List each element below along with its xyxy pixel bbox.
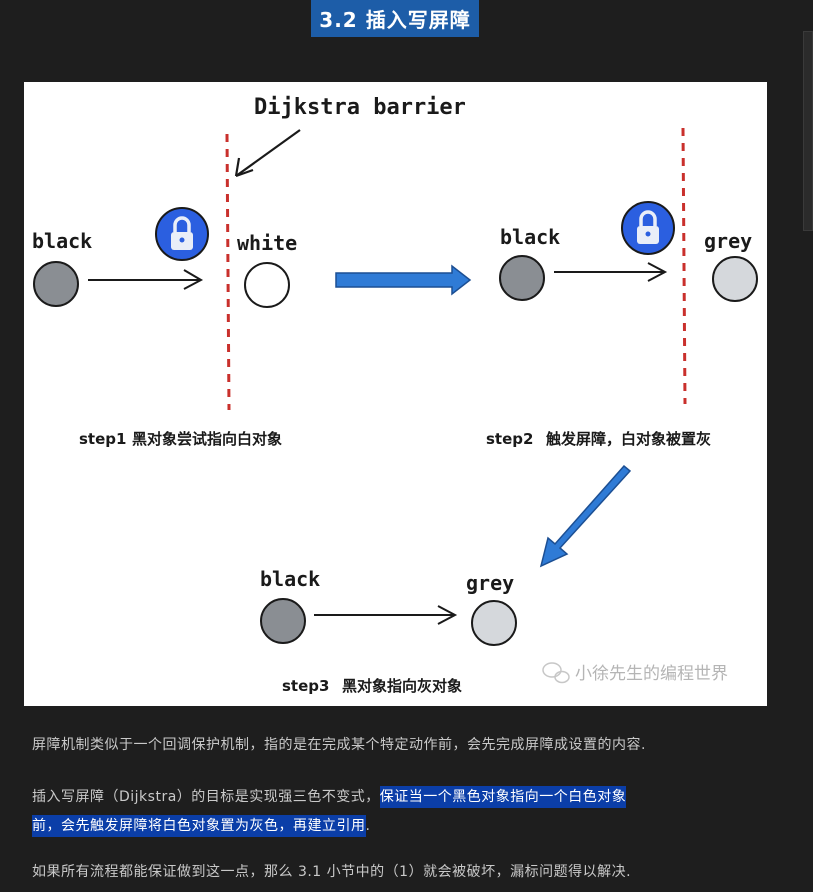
step1-white-label: white [237,231,297,255]
step1-caption: 黑对象尝试指向白对象 [132,430,282,448]
barrier-pointer-head [234,157,254,178]
step1-black-label: black [32,229,92,253]
barrier-label: Dijkstra barrier [254,95,466,120]
section-heading: 3.2 插入写屏障 [311,0,479,37]
paragraph-2-highlight-2: 前，会先触发屏障将白色对象置为灰色，再建立引用 [32,815,366,837]
barrier-diagram: Dijkstra barrier black white step1 黑对象尝试… [24,82,767,706]
step2-grey-node [712,256,758,302]
barrier-pointer-arrow [235,129,301,177]
step2-arrow-head [647,262,668,282]
paragraph-3: 如果所有流程都能保证做到这一点，那么 3.1 小节中的（1）就会被破坏，漏标问题… [32,864,632,880]
step3-grey-label: grey [466,571,514,595]
step3-grey-node [471,600,517,646]
lock-icon [621,201,675,255]
diagram-svg: Dijkstra barrier black white step1 黑对象尝试… [32,95,758,695]
lock-icon [155,207,209,261]
step3-step-label: step3 [282,677,329,695]
step2-step-label: step2 [486,430,533,448]
paragraph-2: 插入写屏障（Dijkstra）的目标是实现强三色不变式，保证当一个黑色对象指向一… [32,783,752,841]
watermark-text: 小徐先生的编程世界 [575,664,728,684]
step2-grey-label: grey [704,229,752,253]
paragraph-1: 屏障机制类似于一个回调保护机制，指的是在完成某个特定动作前，会先完成屏障成设置的… [32,737,646,753]
step2-black-label: black [500,225,560,249]
wechat-icon [542,662,570,684]
step1-arrow-head [183,269,204,290]
paragraph-2-tail: . [365,818,371,834]
transition-arrow-right [335,264,472,296]
step3-arrow-head [437,605,458,625]
scrollbar-thumb[interactable] [803,31,813,231]
transition-arrow-diagonal [539,464,632,568]
barrier-line-step1 [225,133,231,411]
barrier-line-step2 [681,127,687,405]
step1-step-label: step1 [79,430,126,448]
step3-caption: 黑对象指向灰对象 [342,677,462,695]
step3-black-node [260,598,306,644]
step1-black-node [33,261,79,307]
paragraph-2-highlight-1: 保证当一个黑色对象指向一个白色对象 [379,786,627,808]
step1-white-node [244,262,290,308]
paragraph-2-plain: 插入写屏障（Dijkstra）的目标是实现强三色不变式， [32,789,380,805]
step2-caption: 触发屏障，白对象被置灰 [546,430,711,448]
step3-black-label: black [260,567,320,591]
step2-black-node [499,255,545,301]
